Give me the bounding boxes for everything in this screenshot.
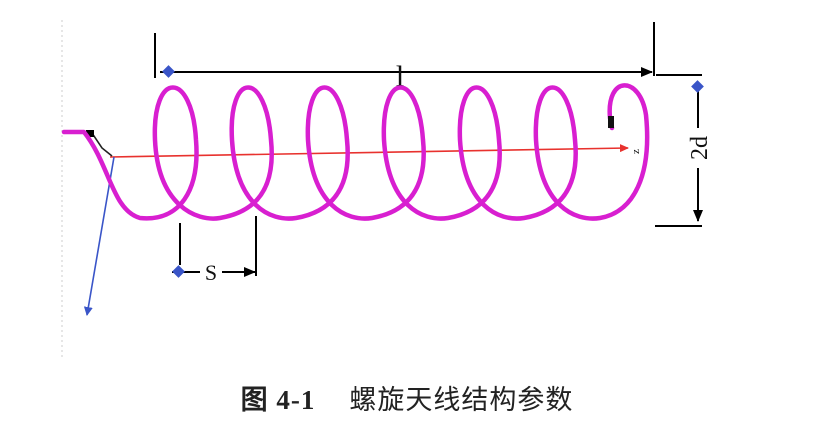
length-label: l <box>396 60 404 93</box>
diameter-label-mask <box>688 128 710 168</box>
feed-connector <box>86 130 94 137</box>
figure-title: 螺旋天线结构参数 <box>349 385 574 416</box>
spacing-label: S <box>205 260 217 285</box>
helix-axis-line <box>109 144 629 158</box>
length-start-marker <box>162 65 175 78</box>
figure-caption: 图 4-1 螺旋天线结构参数 <box>0 378 814 417</box>
helix-end-tip <box>608 116 614 128</box>
helix-coil <box>61 83 650 221</box>
helix-antenna-diagram: l 2d z S <box>61 20 713 360</box>
spacing-label-mask <box>200 260 222 282</box>
diameter-start-marker <box>691 80 704 93</box>
diameter-label: 2d <box>687 136 713 160</box>
axis-label-z: z <box>630 149 642 154</box>
spacing-start-marker <box>172 265 185 278</box>
figure-number: 图 4-1 <box>240 385 316 415</box>
